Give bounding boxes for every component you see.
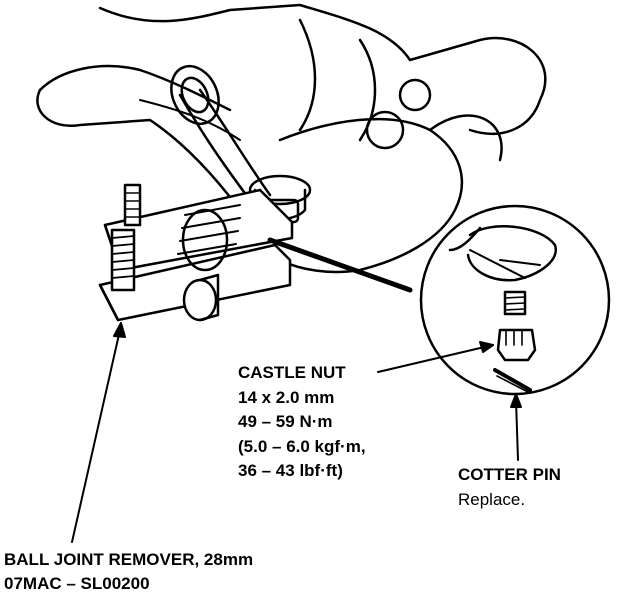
steering-knuckle (36, 3, 547, 274)
castle-nut-size: 14 x 2.0 mm (238, 388, 335, 407)
cotter-pin-note: Replace. (458, 490, 526, 509)
castle-nut-shape (496, 328, 537, 362)
castle-nut-torque-kgfm: (5.0 – 6.0 kgf·m, (238, 437, 366, 456)
ball-joint-remover-part-number: 07MAC – SL00200 (4, 574, 150, 593)
lower-arm (170, 65, 432, 202)
callout-arrows (71, 322, 522, 543)
ball-joint-remover-title: BALL JOINT REMOVER, 28mm (4, 550, 254, 569)
detail-view (419, 204, 611, 396)
cotter-pin-title: COTTER PIN (458, 465, 561, 484)
castle-nut-torque-nm: 49 – 59 N·m (238, 412, 333, 431)
castle-nut-title: CASTLE NUT (238, 363, 346, 382)
ball-joint-remover-tool (98, 183, 294, 322)
cotter-pin-shape (493, 368, 532, 392)
detail-leader (267, 237, 413, 293)
castle-nut-torque-lbfft: 36 – 43 lbf·ft) (238, 461, 343, 480)
